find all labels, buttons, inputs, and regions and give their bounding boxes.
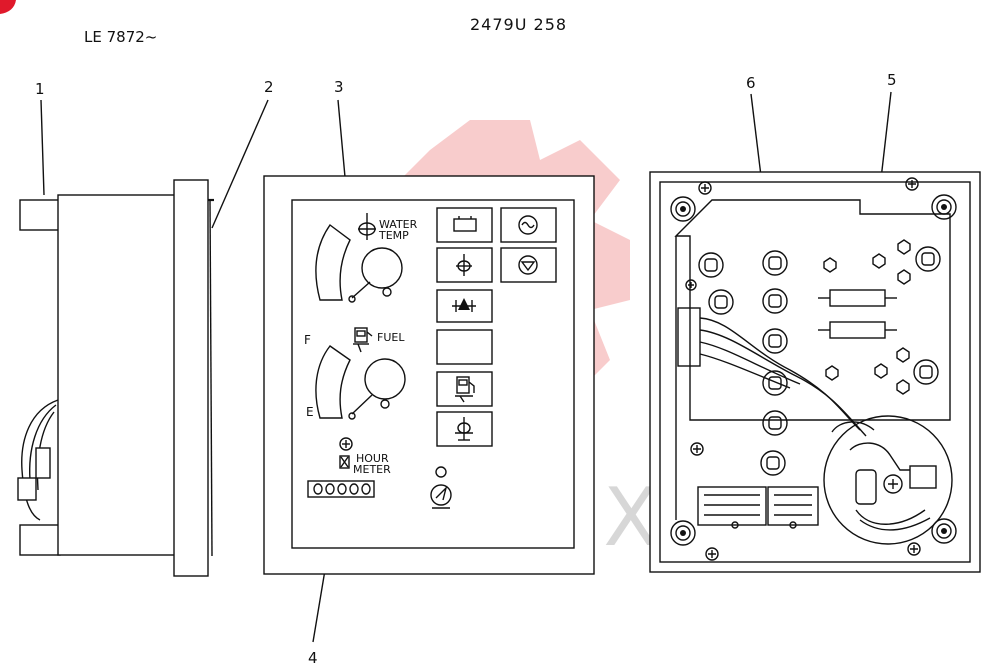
key-switch (430, 484, 452, 509)
blank-lamp (436, 329, 493, 365)
water-temp-gauge-scale (315, 224, 351, 301)
fuel-empty-label: E (306, 405, 314, 419)
preheat-lamp (500, 207, 557, 243)
resistors (818, 289, 897, 339)
connectors (697, 486, 819, 529)
rear-view-housing (649, 171, 981, 573)
corner-mark (0, 0, 16, 14)
serial-range-label: LE 7872~ (84, 28, 157, 46)
hour-meter-counter (307, 480, 375, 498)
water-temp-gauge-dial (361, 247, 403, 289)
oil-pressure-lamp (436, 289, 493, 323)
fuel-level-lamp (436, 371, 493, 407)
fuel-pump-icon (353, 327, 373, 353)
corner-screw-tl (670, 196, 696, 222)
callout-5: 5 (887, 71, 897, 89)
indicator-led (435, 466, 447, 478)
callout-4: 4 (308, 649, 318, 667)
thermometer-icon (358, 213, 376, 240)
hourglass-icon (339, 455, 350, 469)
hour-meter-label-2: METER (353, 463, 391, 476)
corner-screw-br (931, 518, 957, 544)
fuel-gauge-scale (315, 345, 351, 419)
callout-2: 2 (264, 78, 274, 96)
bulb-sockets (698, 246, 941, 476)
callout-1: 1 (35, 80, 45, 98)
wiring-harness (677, 307, 867, 437)
hour-meter-label-1: HOUR (356, 452, 389, 465)
side-view-housing (17, 179, 214, 577)
water-temp-lamp (436, 247, 493, 283)
cross-screws (685, 177, 921, 561)
water-temp-label-2: TEMP (378, 229, 409, 242)
hour-meter-screw (339, 437, 353, 451)
callout-3: 3 (334, 78, 344, 96)
battery-warning-lamp (436, 207, 493, 243)
fuel-gauge-dial (364, 358, 406, 400)
hex-nuts (823, 239, 911, 395)
part-number-label: 2479U 258 (470, 15, 567, 34)
callout-6: 6 (746, 74, 756, 92)
corner-screw-tr (931, 194, 957, 220)
front-panel: WATER TEMP F E FUEL HOUR METER (263, 175, 595, 575)
corner-screw-bl (670, 520, 696, 546)
hour-meter-unit (823, 415, 953, 545)
air-filter-lamp (500, 247, 557, 283)
fuel-full-label: F (304, 333, 311, 347)
water-temp-label-1: WATER (379, 218, 418, 231)
fuel-label: FUEL (377, 331, 405, 344)
charge-lamp (436, 411, 493, 447)
